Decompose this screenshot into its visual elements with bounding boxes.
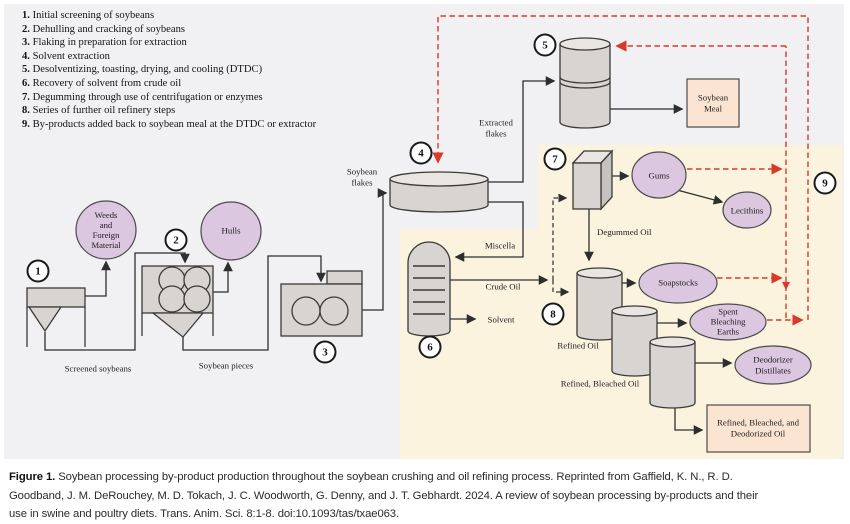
rbd-oil-box xyxy=(706,404,811,453)
legend-item: 3. Flaking in preparation for extraction xyxy=(22,37,187,49)
legend-item: 9. By-products added back to soybean mea… xyxy=(22,118,317,130)
recycle-lines xyxy=(432,15,809,326)
extractor-vessel xyxy=(389,171,489,213)
step-badge-1: 1 xyxy=(26,259,50,283)
refined-oil-label: Refined Oil xyxy=(557,340,599,351)
sbe-node xyxy=(689,303,767,341)
legend: 1. Initial screening of soybeans 2. Dehu… xyxy=(22,9,316,131)
flaker-machine xyxy=(280,270,363,337)
step-badge-7: 7 xyxy=(543,147,567,171)
lecithins-label: Lecithins xyxy=(730,205,764,216)
flow-soybean-pieces xyxy=(182,255,326,351)
hulls-node xyxy=(200,201,262,261)
solvent-label: Solvent xyxy=(487,314,515,325)
bypass-to-refining xyxy=(552,280,570,297)
screened-soybeans-label: Screened soybeans xyxy=(64,363,132,374)
byproduct-nodes xyxy=(75,151,812,385)
step-badge-9: 9 xyxy=(813,171,837,195)
lecithins-node xyxy=(722,191,772,229)
flow-soybean-flakes xyxy=(362,188,388,311)
caption-line: Figure 1. Soybean processing by-product … xyxy=(9,471,733,483)
degummer-vessel xyxy=(571,149,614,211)
screener-machine xyxy=(26,287,86,347)
flow-to-weeds xyxy=(85,260,111,297)
figure-canvas: 1. Initial screening of soybeans 2. Dehu… xyxy=(4,4,844,459)
soapstocks-node xyxy=(638,262,718,304)
flow-lines xyxy=(44,76,733,435)
dtdc-vessel xyxy=(559,37,611,129)
refined-bleached-oil-label: Refined, Bleached Oil xyxy=(560,378,640,389)
flow-to-hulls xyxy=(213,261,233,293)
flow-screened-soybeans xyxy=(44,252,190,351)
dehuller-machine xyxy=(141,265,214,338)
refining-tanks xyxy=(576,267,696,409)
step-badge-8: 8 xyxy=(541,302,565,326)
product-nodes xyxy=(686,78,811,453)
recycle-down-arrowhead xyxy=(782,282,790,290)
crude-oil-label: Crude Oil xyxy=(485,281,521,292)
step-badge-5: 5 xyxy=(533,33,557,57)
flow-extracted-flakes xyxy=(488,76,556,183)
legend-item: 1. Initial screening of soybeans xyxy=(22,10,155,21)
hulls-label: Hulls xyxy=(221,225,241,236)
soybean-meal-box xyxy=(686,78,740,128)
step-badge-4: 4 xyxy=(409,141,433,165)
flow-gums-to-lecithins xyxy=(676,189,724,205)
flow-miscella xyxy=(454,201,524,262)
caption-line: use in swine and poultry diets. Trans. A… xyxy=(9,508,400,521)
dd-node xyxy=(734,345,812,385)
machines xyxy=(26,37,696,409)
figure-caption: Figure 1. Soybean processing by-product … xyxy=(9,468,843,524)
weeds-node xyxy=(75,200,137,260)
degummed-oil-label: Degummed Oil xyxy=(597,227,652,237)
soapstocks-label: Soapstocks xyxy=(658,277,698,288)
process-flow-diagram xyxy=(4,4,844,459)
figure-number: Figure 1. xyxy=(9,471,56,483)
step-badge-2: 2 xyxy=(164,228,188,252)
solvent-recovery-column xyxy=(407,241,451,337)
legend-item: 4. Solvent extraction xyxy=(22,50,110,62)
step-badge-6: 6 xyxy=(418,335,442,359)
soybean-pieces-label: Soybean pieces xyxy=(198,360,254,371)
bypass-to-degummer xyxy=(552,193,568,280)
flow-to-rbd-oil xyxy=(674,403,704,435)
miscella-label: Miscella xyxy=(484,240,516,251)
legend-item: 7. Degumming through use of centrifugati… xyxy=(22,91,263,103)
caption-line: Goodband, J. M. DeRouchey, M. D. Tokach,… xyxy=(9,489,759,502)
legend-item: 2. Dehulling and cracking of soybeans xyxy=(22,23,185,35)
gums-label: Gums xyxy=(648,170,670,181)
recycle-to-extractor xyxy=(432,15,809,320)
gums-node xyxy=(631,151,687,199)
step-badge-3: 3 xyxy=(313,340,337,364)
legend-item: 6. Recovery of solvent from crude oil xyxy=(22,77,182,89)
legend-item: 8. Series of further oil refinery steps xyxy=(22,105,176,117)
legend-item: 5. Desolventizing, toasting, drying, and… xyxy=(22,64,263,76)
bypass-lines xyxy=(552,193,570,297)
